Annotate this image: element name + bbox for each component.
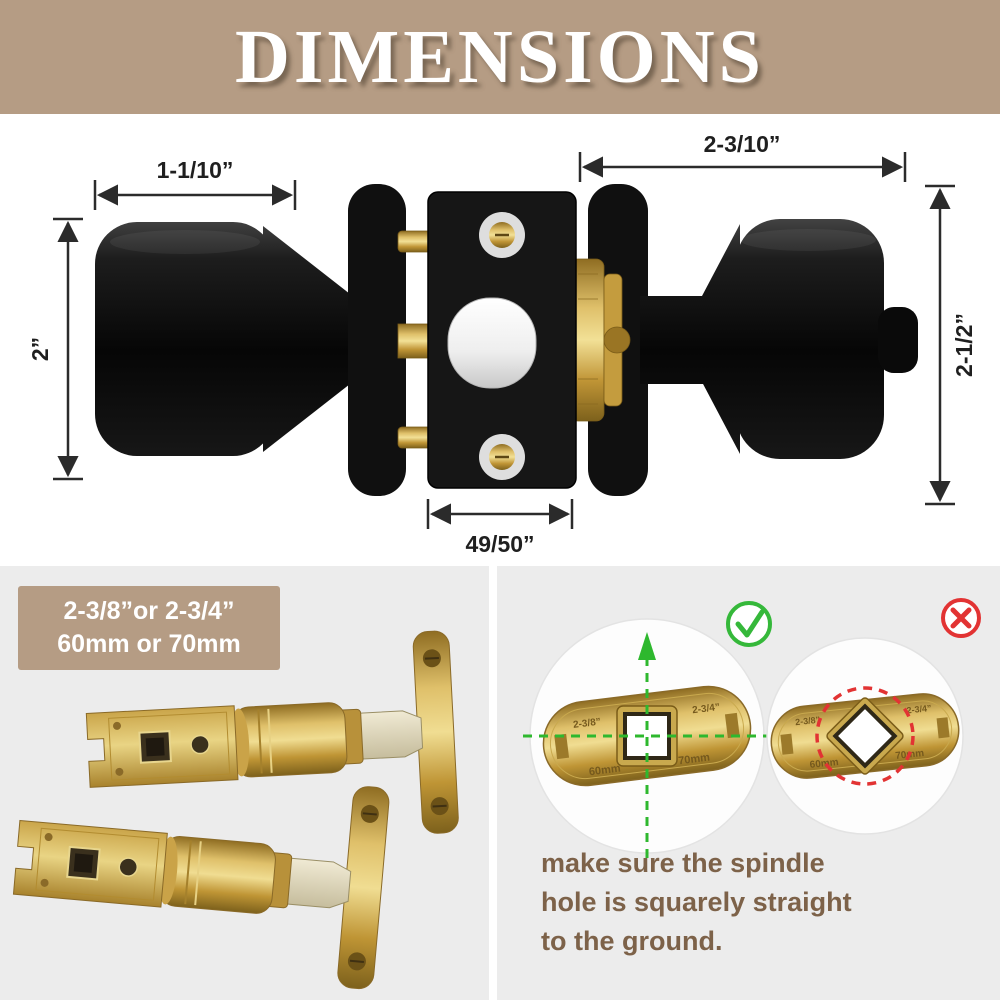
dimension-lines xyxy=(53,152,955,529)
plate-marking-left: 2-3/8” xyxy=(572,717,601,731)
latch-sizes-panel: 2-3/8”or 2-3/4” 60mm or 70mm xyxy=(0,566,489,1000)
dim-arrow-left-knob-height xyxy=(53,217,83,481)
dim-label-left-knob-height: 2” xyxy=(27,337,53,361)
dimensions-banner: DIMENSIONS xyxy=(0,0,1000,114)
dim-label-left-knob-width: 1-1/10” xyxy=(157,157,234,183)
dim-arrow-left-knob-width xyxy=(93,180,297,210)
alignment-svg: 2-3/8” 2-3/4” 60mm 70mm xyxy=(523,598,981,858)
caption-line3: to the ground. xyxy=(541,926,723,956)
x-icon xyxy=(941,598,981,638)
plate-marking-70mm: 70mm xyxy=(678,752,711,768)
correct-alignment-example: 2-3/8” 2-3/4” 60mm 70mm xyxy=(523,601,772,858)
spindle-hole-diamond xyxy=(826,697,904,775)
dim-label-right-knob-height: 2-1/2” xyxy=(951,313,977,377)
latch-size-line2: 60mm or 70mm xyxy=(57,630,241,658)
red-dashed-circle xyxy=(815,686,915,786)
caption-line1: make sure the spindle xyxy=(541,848,825,878)
plate2-marking-left: 2-3/8” xyxy=(795,715,821,728)
spindle-alignment-panel: 2-3/8” 2-3/4” 60mm 70mm xyxy=(497,566,1000,1000)
knob-dimension-diagram: 1-1/10” 2-3/10” 2” 2-1/2” 49/50” xyxy=(0,114,1000,566)
dim-arrow-right-knob-height xyxy=(925,184,955,506)
latch-plate xyxy=(427,191,577,489)
dim-label-latch-plate-width: 49/50” xyxy=(465,531,534,557)
right-knob xyxy=(588,184,918,496)
spindle-hole-square xyxy=(623,712,671,760)
dim-arrow-right-knob-width xyxy=(578,152,907,182)
knob-diagram-svg: 1-1/10” 2-3/10” 2” 2-1/2” 49/50” xyxy=(27,131,977,557)
plate2-marking-right: 2-3/4” xyxy=(906,703,932,716)
banner-title: DIMENSIONS xyxy=(235,14,765,99)
caption-line2: hole is squarely straight xyxy=(541,887,852,917)
dim-label-right-knob-width: 2-3/10” xyxy=(704,131,781,157)
green-crosshair xyxy=(523,656,771,858)
plate-marking-60mm: 60mm xyxy=(588,762,621,778)
plate2-marking-60mm: 60mm xyxy=(809,757,839,771)
latch-bolt-70mm xyxy=(6,755,392,991)
latch-bolt-face xyxy=(447,297,537,389)
green-up-arrow xyxy=(638,632,656,660)
left-knob xyxy=(95,184,406,496)
latch-size-label: 2-3/8”or 2-3/4” 60mm or 70mm xyxy=(18,586,280,670)
plate-marking-right: 2-3/4” xyxy=(692,702,721,716)
dim-arrow-latch-plate-width xyxy=(426,499,574,529)
check-icon xyxy=(726,601,772,647)
wrong-alignment-example: 2-3/8” 2-3/4” 60mm 70mm xyxy=(766,598,981,835)
alignment-caption: make sure the spindle hole is squarely s… xyxy=(541,844,852,961)
latch-size-line1: 2-3/8”or 2-3/4” xyxy=(63,597,235,625)
